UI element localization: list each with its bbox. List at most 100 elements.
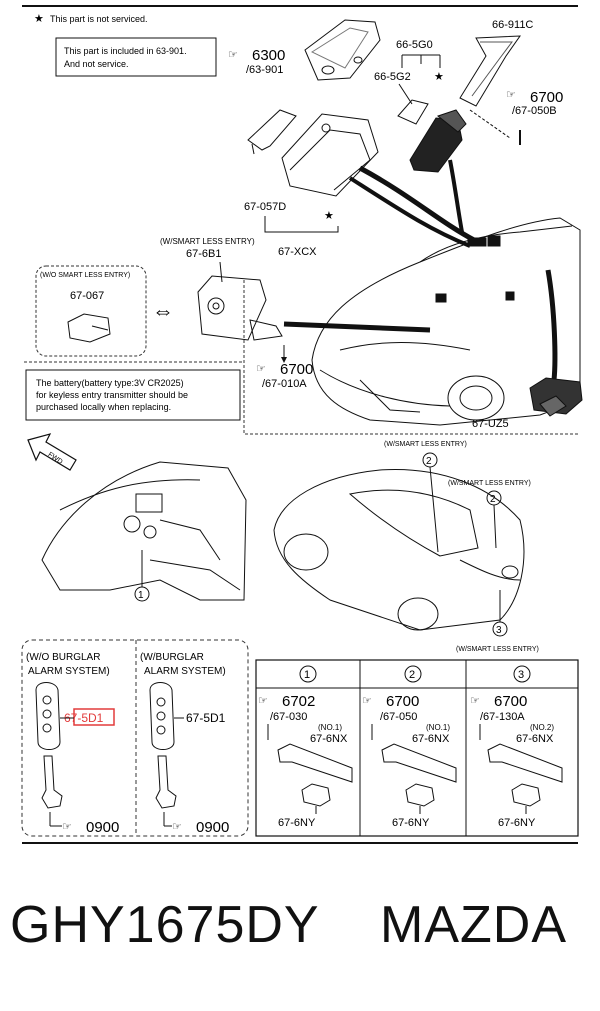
control-unit-icon (281, 113, 379, 197)
label-67-5d1-a[interactable]: 67-5D1 (64, 711, 104, 725)
fwd-arrow-icon: FWD (27, 433, 77, 471)
svg-text:6700: 6700 (494, 693, 527, 710)
svg-text:2: 2 (409, 669, 415, 681)
svg-text:6702: 6702 (282, 693, 315, 710)
bracket-part-icon (247, 109, 297, 155)
label-67-5d1-b: 67-5D1 (186, 711, 226, 725)
label-67-uz5: 67-UZ5 (472, 418, 509, 430)
label-smart-less: (W/SMART LESS ENTRY) (160, 237, 255, 246)
label-w-burglar-2: ALARM SYSTEM) (144, 666, 226, 677)
svg-text:67-6NX: 67-6NX (516, 733, 554, 745)
label-66-5g2: 66-5G2 (374, 71, 411, 83)
ref-6700-a[interactable]: ☞ 6700 /67-010A (256, 361, 313, 390)
ref-hand-icon: ☞ (506, 89, 516, 101)
svg-text:6700: 6700 (386, 693, 419, 710)
highlight-box (73, 708, 115, 726)
sensor-part-icon (267, 724, 353, 814)
svg-text:/67-050: /67-050 (380, 711, 417, 723)
callout-2b: 2 (486, 490, 502, 506)
label-wo-burglar-1: (W/O BURGLAR (26, 652, 100, 663)
sensor-module-icon (409, 109, 467, 173)
svg-text:2: 2 (426, 456, 432, 467)
wo-smart-less-box (35, 265, 147, 357)
star-icon: ★ (34, 13, 44, 25)
ref-0900-a[interactable]: ☞ 0900 (49, 812, 119, 836)
ref-code: 0900 (196, 819, 229, 836)
ref-0900-b[interactable]: ☞ 0900 (163, 812, 229, 836)
ref-hand-icon: ☞ (258, 695, 268, 707)
table-cell-3[interactable]: ☞ 6700 /67-130A (NO.2) 67-6NX 67-6NY (470, 693, 563, 829)
ref-code: 6300 (252, 47, 285, 64)
table-header-3: 3 (513, 665, 531, 683)
trim-part-icon (459, 35, 521, 107)
ref-sub: /67-050B (512, 105, 557, 117)
brand-name: MAZDA (380, 896, 567, 954)
ref-hand-icon: ☞ (470, 695, 480, 707)
label-smart-less-4: (W/SMART LESS ENTRY) (456, 646, 539, 653)
battery-note-line1: The battery(battery type:3V CR2025) (36, 378, 184, 388)
svg-text:/67-130A: /67-130A (480, 711, 525, 723)
svg-text:(NO.1): (NO.1) (318, 723, 342, 732)
ref-6700-b[interactable]: ☞ 6700 /67-050B (506, 89, 563, 117)
battery-note-line2: for keyless entry transmitter should be (36, 390, 188, 400)
svg-text:(NO.2): (NO.2) (530, 723, 554, 732)
legend-star-text: This part is not serviced. (50, 14, 148, 24)
label-w-burglar-1: (W/BURGLAR (140, 652, 204, 663)
svg-text:3: 3 (496, 625, 502, 636)
ref-6300[interactable]: ☞ 6300 /63-901 (228, 47, 285, 76)
pad-part-icon (397, 99, 429, 125)
ref-code: 6700 (530, 89, 563, 106)
callout-1: 1 (134, 586, 150, 602)
legend-note-box (55, 37, 217, 77)
sensor-part-icon (371, 724, 457, 814)
cover-part-icon (304, 19, 381, 81)
table-header-1: 1 (299, 665, 317, 683)
battery-note-line3: purchased locally when replacing. (36, 402, 171, 412)
star-icon: ★ (434, 71, 444, 83)
label-67-067: 67-067 (70, 290, 104, 302)
svg-text:67-6NX: 67-6NX (310, 733, 348, 745)
ref-code: 6700 (280, 361, 313, 378)
label-67-xcx: 67-XCX (278, 246, 317, 258)
svg-text:1: 1 (304, 669, 310, 681)
label-67-057d: 67-057D (244, 201, 286, 213)
receiver-module-icon (197, 275, 283, 341)
label-wo-smart-less: (W/O SMART LESS ENTRY) (40, 272, 130, 279)
legend-note-line1: This part is included in 63-901. (64, 46, 187, 56)
table-cell-2[interactable]: ☞ 6700 /67-050 (NO.1) 67-6NX 67-6NY (362, 693, 457, 829)
ref-hand-icon: ☞ (228, 49, 238, 61)
car-front-view-icon (311, 217, 581, 426)
legend-note-line2: And not service. (64, 59, 129, 69)
svg-text:3: 3 (518, 669, 524, 681)
ref-sub: /63-901 (246, 64, 283, 76)
antenna-module-icon (529, 377, 583, 417)
label-66-5g0: 66-5G0 (396, 39, 433, 51)
ref-sub: /67-010A (262, 378, 307, 390)
table-cell-1[interactable]: ☞ 6702 /67-030 (NO.1) 67-6NX 67-6NY (258, 693, 353, 829)
label-wo-burglar-2: ALARM SYSTEM) (28, 666, 110, 677)
star-icon: ★ (324, 210, 334, 222)
battery-note-box (25, 369, 241, 421)
svg-text:2: 2 (490, 494, 496, 505)
label-66-911c: 66-911C (492, 19, 533, 31)
svg-text:67-6NY: 67-6NY (278, 817, 316, 829)
svg-text:(NO.1): (NO.1) (426, 723, 450, 732)
callout-2a: 2 (422, 452, 438, 468)
svg-text:/67-030: /67-030 (270, 711, 307, 723)
svg-text:67-6NX: 67-6NX (412, 733, 450, 745)
diagram-canvas: ★ This part is not serviced. This part i… (21, 5, 583, 844)
ref-code: 0900 (86, 819, 119, 836)
part-number: GHY1675DY (10, 896, 320, 954)
ref-hand-icon: ☞ (256, 363, 266, 375)
sensor-table: 1 2 3 ☞ 6702 /67-030 (NO.1) 67-6NX 67-6N… (255, 659, 579, 837)
callout-3: 3 (492, 621, 508, 637)
ref-hand-icon: ☞ (172, 821, 182, 833)
sensor-part-icon (479, 724, 563, 814)
key-fob-icon (35, 682, 63, 809)
dashboard-interior-icon (41, 461, 247, 601)
label-smart-less-2: (W/SMART LESS ENTRY) (384, 441, 467, 448)
car-rear-view-icon (273, 468, 525, 631)
footer: GHY1675DY MAZDA (0, 895, 600, 975)
svg-text:67-6NY: 67-6NY (392, 817, 430, 829)
